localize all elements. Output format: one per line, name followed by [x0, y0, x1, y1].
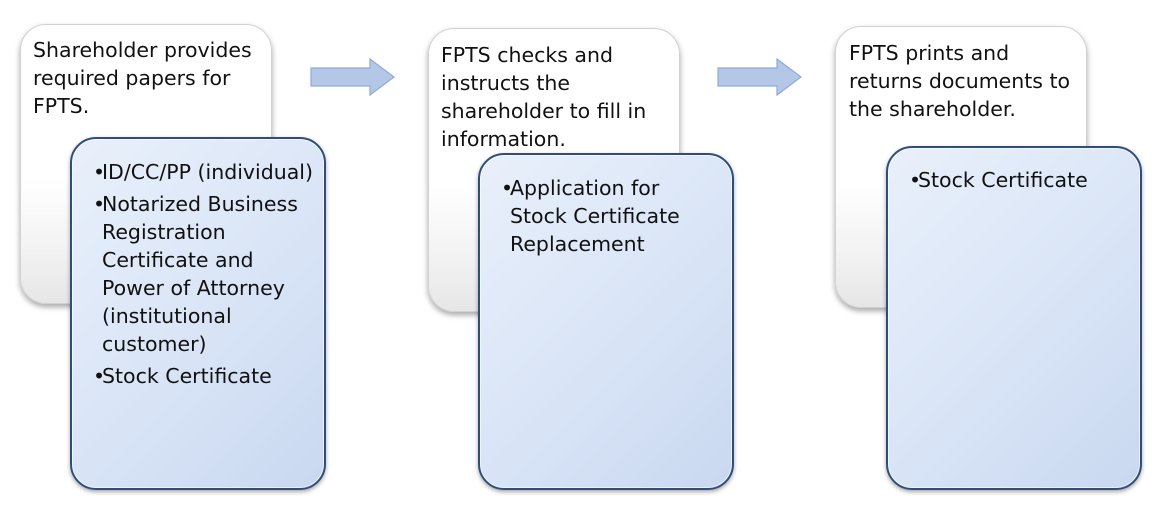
step-1-text: Shareholder provides required papers for… — [33, 38, 252, 118]
right-arrow-icon — [310, 58, 395, 96]
step-1-detail-item: Notarized Business Registration Certific… — [93, 190, 313, 358]
step-1-details-list: ID/CC/PP (individual) Notarized Business… — [93, 158, 313, 394]
step-1-detail-item: Stock Certificate — [93, 362, 313, 390]
step-1-detail-item: ID/CC/PP (individual) — [93, 158, 313, 186]
step-3-detail-item: Stock Certificate — [909, 166, 1129, 194]
step-3-details-box — [886, 146, 1142, 490]
step-3-details-list: Stock Certificate — [909, 166, 1129, 198]
step-2-text: FPTS checks and instructs the shareholde… — [441, 43, 647, 151]
step-3-text: FPTS prints and returns documents to the… — [849, 41, 1071, 121]
step-2-detail-item: Application for Stock Certificate Replac… — [501, 174, 715, 258]
right-arrow-icon — [717, 58, 802, 96]
step-2-details-list: Application for Stock Certificate Replac… — [501, 174, 715, 262]
